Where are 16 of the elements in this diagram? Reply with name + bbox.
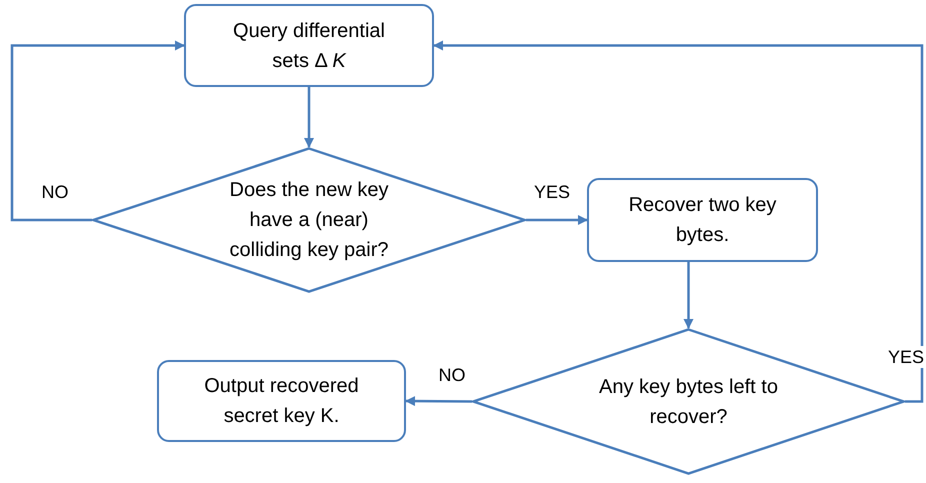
arrow [304,87,314,148]
process-box [157,360,406,442]
arrow [405,396,472,406]
node-text: Does the new key have a (near) colliding key pair? [228,178,390,263]
arrow [433,40,924,403]
process-box [184,4,434,87]
node-text: Query differential sets Δ K [232,18,386,74]
arrow [526,215,588,225]
arrow [684,262,694,329]
node-text: Output recovered secret key K. [203,374,360,429]
node-text: Any key bytes left to recover? [598,374,778,430]
process-box [587,178,818,262]
arrow [10,40,185,222]
edge-label: YES [886,346,926,368]
node-text: Recover two key bytes. [628,193,778,248]
decision-diamond [92,147,526,293]
